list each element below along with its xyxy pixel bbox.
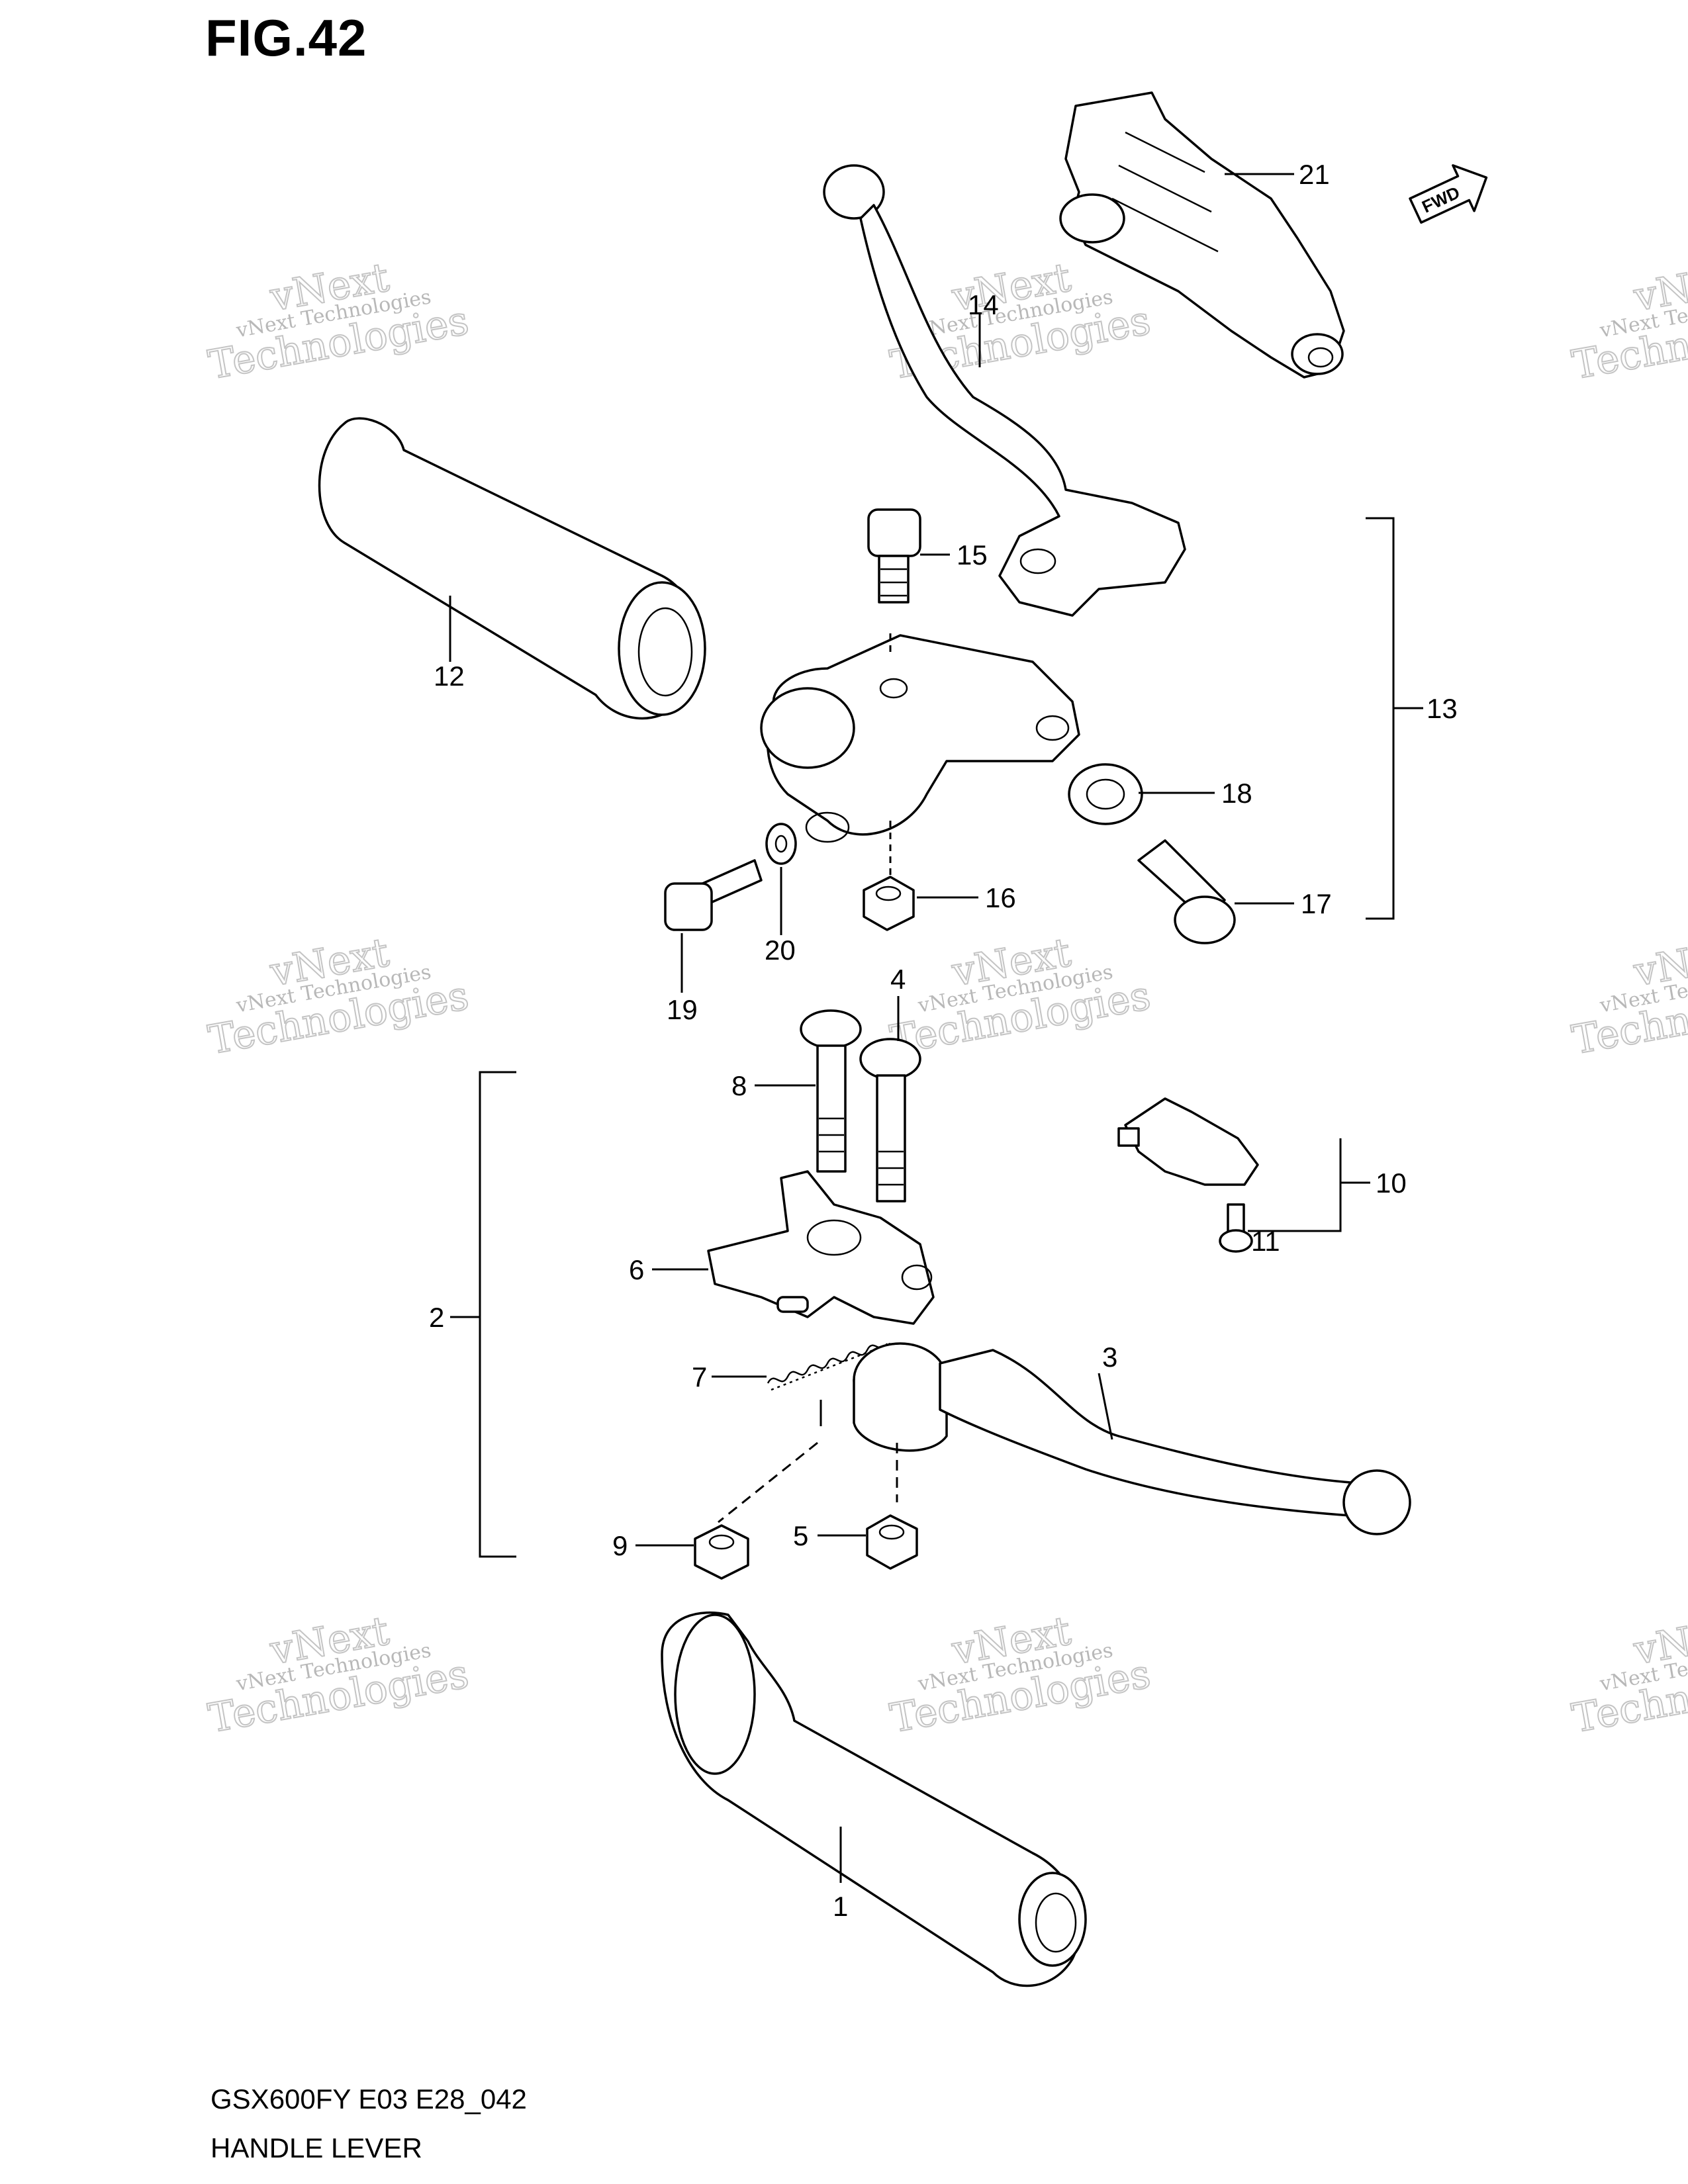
part-18-adjuster-nut [1068,763,1143,825]
part-10-brake-switch [1117,1097,1259,1186]
callout-19: 19 [667,994,698,1025]
leader-lines [449,173,1423,1883]
watermark: vNext vNext Technologies Technologies [205,1607,473,1743]
part-20-washer [765,823,797,865]
fwd-arrow-icon: FWD [1409,164,1488,224]
part-3-brake-lever [853,1342,1411,1535]
part-4-bolt [859,1038,921,1203]
watermark: vNext vNext Technologies Technologies [886,1607,1154,1743]
callout-14: 14 [968,289,999,320]
section-name: HANDLE LEVER [211,2132,422,2163]
callout-2: 2 [429,1302,444,1333]
callout-5: 5 [793,1520,808,1551]
part-5-nut [866,1514,918,1570]
callout-4: 4 [890,964,906,995]
watermark: vNext vNext Technologies Technologies [1568,1607,1688,1743]
part-8-screw [800,1009,862,1173]
callout-16: 16 [985,882,1016,913]
part-1-throttle-grip [661,1611,1087,1987]
part-13-lever-bracket [760,634,1080,843]
part-6-lever-holder [707,1170,935,1325]
figure-title: FIG.42 [205,9,367,67]
part-14-clutch-lever [823,164,1186,617]
callout-7: 7 [692,1361,707,1392]
callout-20: 20 [765,934,796,966]
part-19-bolt [664,859,763,931]
watermark: vNext vNext Technologies Technologies [1568,253,1688,389]
watermark: vNext vNext Technologies Technologies [886,929,1154,1064]
part-16-nut [863,876,915,931]
watermark: vNext vNext Technologies Technologies [205,929,473,1064]
callout-9: 9 [612,1530,628,1561]
callout-12: 12 [434,660,465,692]
callout-6: 6 [629,1254,644,1285]
callout-numbers: 21 14 15 12 13 18 17 16 20 19 4 8 10 11 … [429,159,1458,1922]
part-17-adjuster-bolt [1137,839,1236,944]
watermark: vNext vNext Technologies Technologies [205,253,473,389]
part-15-bolt [867,508,921,604]
callout-8: 8 [731,1070,747,1101]
callout-18: 18 [1221,778,1252,809]
callout-1: 1 [833,1891,848,1922]
watermark: vNext vNext Technologies Technologies [1568,929,1688,1064]
callout-21: 21 [1299,159,1330,190]
part-21-switch-cover [1059,91,1345,379]
callout-3: 3 [1102,1342,1117,1373]
callout-11: 11 [1251,1226,1280,1257]
part-9-nut [694,1524,749,1580]
callout-17: 17 [1301,888,1332,919]
callout-10: 10 [1376,1167,1407,1199]
callout-15: 15 [957,539,988,570]
part-11-screw [1219,1203,1253,1253]
callout-13: 13 [1427,693,1458,724]
model-code: GSX600FY E03 E28_042 [211,2083,527,2115]
part-12-left-grip [318,417,706,720]
